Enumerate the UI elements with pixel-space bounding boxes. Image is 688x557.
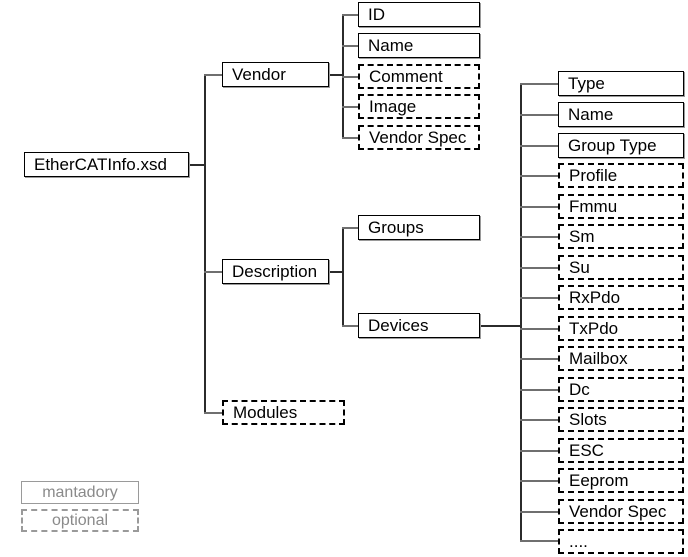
- connector-root-trunk: [204, 74, 206, 413]
- connector-root-to-vendor: [204, 74, 224, 76]
- connector-devices-to-name: [520, 114, 558, 116]
- connector-vendor-to-vendorspec: [342, 137, 360, 139]
- node-label: Name: [568, 105, 614, 124]
- connector-vendor-to-comment: [342, 76, 360, 78]
- node-label: ID: [368, 5, 385, 24]
- connector-devices-stub: [479, 325, 522, 327]
- node-label: Comment: [369, 67, 443, 86]
- node-vendor-comment[interactable]: Comment: [358, 64, 480, 89]
- connector-root-to-description: [204, 271, 224, 273]
- connector-description-stub: [328, 271, 344, 273]
- node-vendor[interactable]: Vendor: [222, 62, 329, 87]
- node-device-ellipsis[interactable]: ....: [558, 529, 684, 554]
- connector-devices-to-sm: [520, 236, 558, 238]
- node-modules[interactable]: Modules: [222, 400, 345, 425]
- node-device-esc[interactable]: ESC: [558, 438, 684, 463]
- node-device-name[interactable]: Name: [558, 102, 684, 127]
- node-label: Mailbox: [569, 349, 628, 368]
- connector-devices-to-esc: [520, 450, 558, 452]
- connector-devices-to-eeprom: [520, 480, 558, 482]
- node-label: Sm: [569, 227, 595, 246]
- connector-devices-to-slots: [520, 419, 558, 421]
- connector-description-to-groups: [342, 227, 360, 229]
- connector-devices-to-dc: [520, 389, 558, 391]
- connector-vendor-to-name: [342, 45, 360, 47]
- connector-vendor-to-id: [342, 14, 360, 16]
- node-label: ....: [569, 532, 588, 551]
- connector-devices-to-txpdo: [520, 328, 558, 330]
- node-device-eeprom[interactable]: Eeprom: [558, 468, 684, 493]
- node-label: ESC: [569, 441, 604, 460]
- node-vendor-name[interactable]: Name: [358, 33, 480, 58]
- node-label: RxPdo: [569, 288, 621, 307]
- node-vendor-image[interactable]: Image: [358, 94, 480, 119]
- legend-item-mandatory: mantadory: [21, 481, 139, 504]
- node-device-mailbox[interactable]: Mailbox: [558, 346, 684, 371]
- node-groups[interactable]: Groups: [358, 215, 480, 240]
- node-label: Description: [232, 262, 318, 281]
- node-label: Fmmu: [569, 197, 618, 216]
- connector-devices-to-profile: [520, 175, 558, 177]
- node-device-rxpdo[interactable]: RxPdo: [558, 285, 684, 310]
- connector-root-stub: [188, 164, 206, 166]
- node-label: Devices: [368, 316, 429, 335]
- node-label: Vendor Spec: [569, 502, 667, 521]
- connector-devices-to-fmmu: [520, 206, 558, 208]
- node-device-type[interactable]: Type: [558, 71, 684, 96]
- legend-label: optional: [51, 511, 109, 529]
- node-label: Type: [568, 74, 605, 93]
- node-label: Vendor: [232, 65, 286, 84]
- connector-description-trunk: [342, 227, 344, 326]
- node-label: Eeprom: [569, 471, 629, 490]
- node-label: Slots: [569, 410, 607, 429]
- connector-devices-to-vendorspec: [520, 511, 558, 513]
- connector-vendor-to-image: [342, 106, 360, 108]
- node-device-fmmu[interactable]: Fmmu: [558, 194, 684, 219]
- connector-vendor-stub: [328, 74, 344, 76]
- legend-label: mantadory: [42, 483, 118, 501]
- node-device-slots[interactable]: Slots: [558, 407, 684, 432]
- node-device-txpdo[interactable]: TxPdo: [558, 316, 684, 341]
- connector-root-to-modules: [204, 412, 224, 414]
- connector-description-to-devices: [342, 325, 360, 327]
- connector-devices-trunk: [520, 83, 522, 540]
- connector-devices-to-mailbox: [520, 358, 558, 360]
- node-label: Groups: [368, 218, 424, 237]
- node-device-su[interactable]: Su: [558, 255, 684, 280]
- node-label: EtherCATInfo.xsd: [34, 155, 167, 174]
- node-label: Name: [368, 36, 414, 55]
- node-label: Image: [369, 97, 417, 116]
- node-device-vendor-spec[interactable]: Vendor Spec: [558, 499, 684, 524]
- node-description[interactable]: Description: [222, 259, 329, 284]
- connector-devices-to-type: [520, 83, 558, 85]
- node-device-sm[interactable]: Sm: [558, 224, 684, 249]
- node-ethercatinfo-xsd[interactable]: EtherCATInfo.xsd: [24, 152, 189, 177]
- node-vendor-id[interactable]: ID: [358, 2, 480, 27]
- connector-devices-to-rxpdo: [520, 297, 558, 299]
- node-label: Group Type: [568, 136, 657, 155]
- connector-devices-to-grouptype: [520, 145, 558, 147]
- legend-item-optional: optional: [21, 509, 139, 532]
- node-device-dc[interactable]: Dc: [558, 377, 684, 402]
- node-device-group-type[interactable]: Group Type: [558, 133, 684, 158]
- node-label: Su: [569, 258, 590, 277]
- node-vendor-vendor-spec[interactable]: Vendor Spec: [358, 125, 480, 150]
- connector-devices-to-su: [520, 267, 558, 269]
- node-label: Dc: [569, 380, 590, 399]
- node-device-profile[interactable]: Profile: [558, 163, 684, 188]
- node-label: TxPdo: [569, 319, 619, 338]
- node-label: Vendor Spec: [369, 128, 467, 147]
- connector-devices-to-ellipsis: [520, 540, 558, 542]
- node-devices[interactable]: Devices: [358, 313, 480, 338]
- node-label: Modules: [233, 403, 298, 422]
- node-label: Profile: [569, 166, 618, 185]
